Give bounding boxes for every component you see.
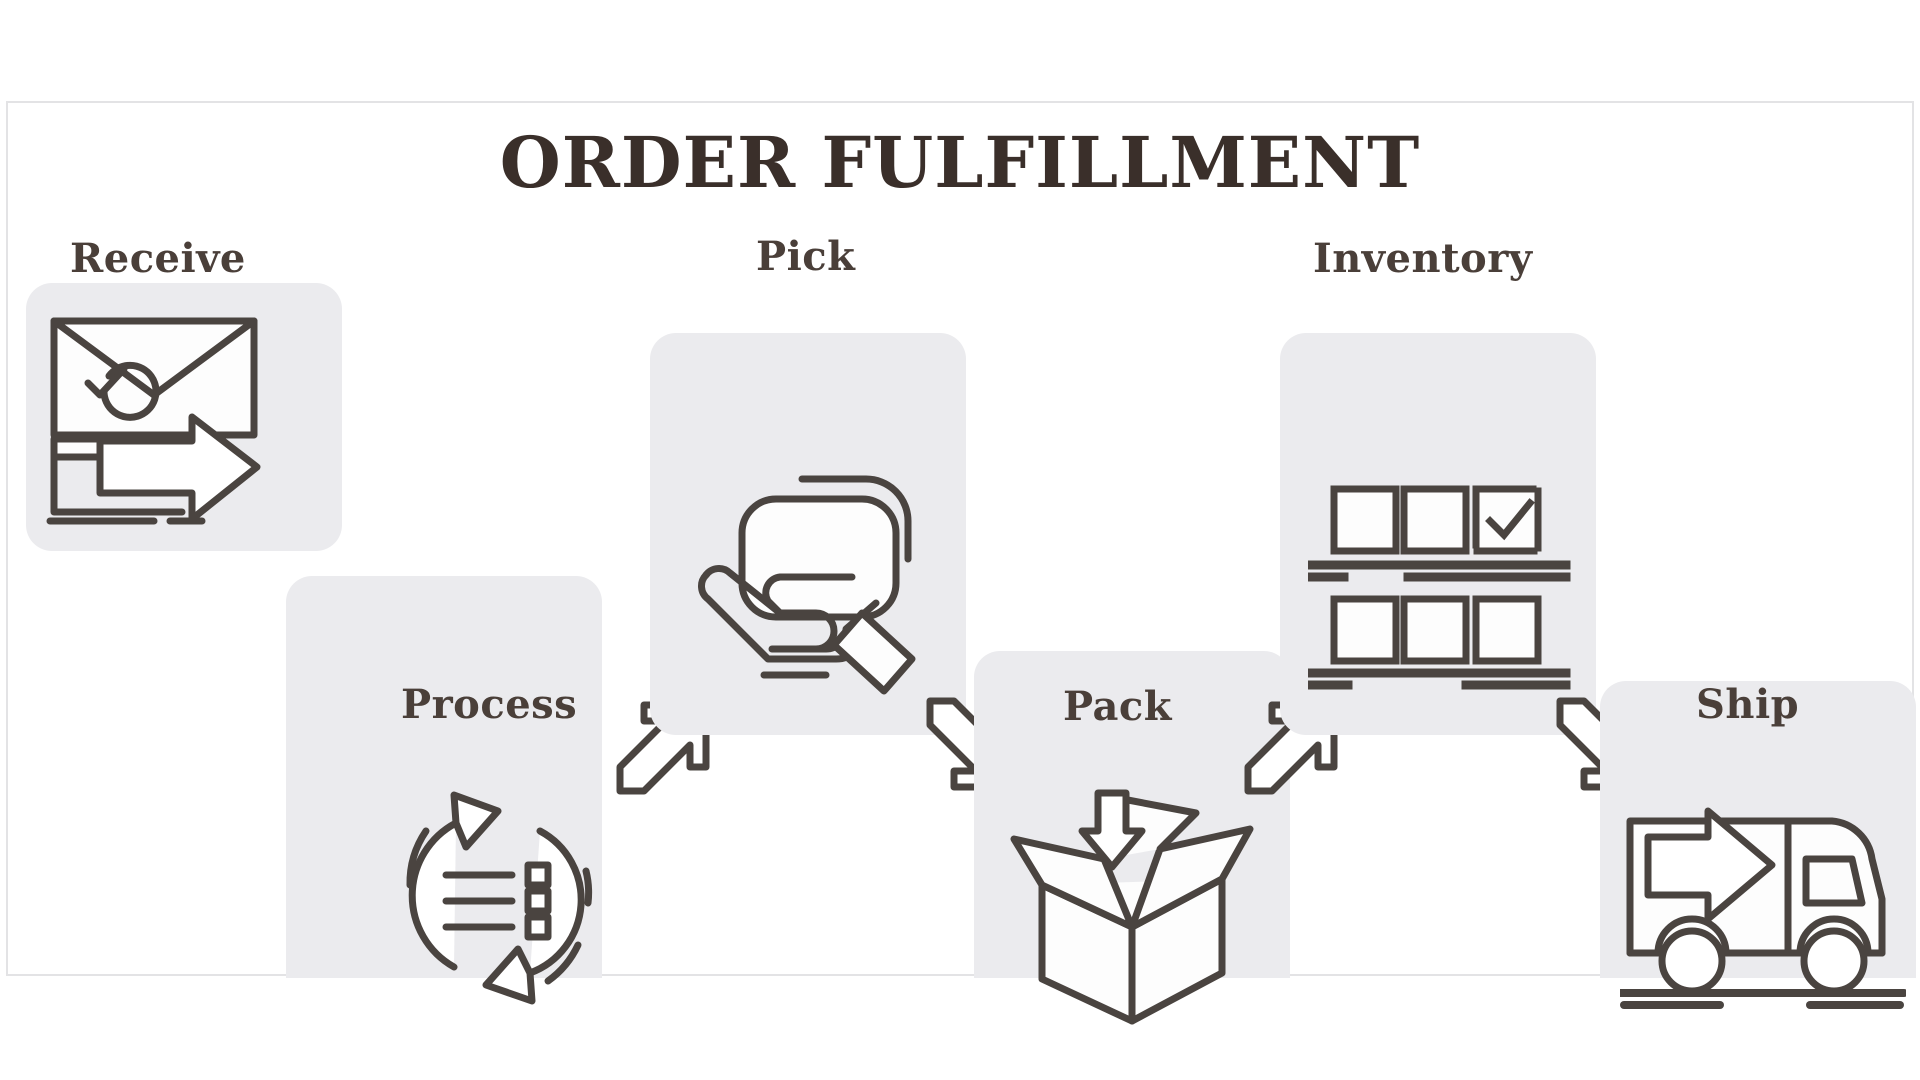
diagram-title: ORDER FULFILLMENT: [499, 121, 1421, 204]
step-label-pack: Pack: [1063, 683, 1172, 730]
step-label-ship: Ship: [1696, 681, 1800, 728]
step-label-inventory: Inventory: [1313, 235, 1533, 282]
step-label-receive: Receive: [70, 235, 246, 282]
delivery-truck-icon: [1620, 803, 1906, 1013]
cycle-checklist-icon: [380, 775, 626, 1015]
diagram-canvas: ORDER FULFILLMENT Receive: [6, 101, 1916, 1025]
envelope-check-arrow-icon: [42, 307, 302, 527]
hand-holding-box-icon: [676, 463, 944, 711]
step-label-process: Process: [401, 681, 578, 728]
open-box-arrow-icon: [1000, 783, 1268, 1033]
step-label-pick: Pick: [756, 233, 856, 280]
shelf-boxes-check-icon: [1308, 475, 1600, 709]
